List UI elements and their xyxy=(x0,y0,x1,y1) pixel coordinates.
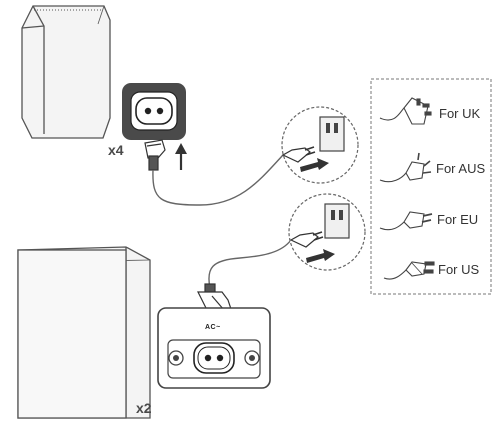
insert-arrow-up-icon xyxy=(175,143,187,170)
insert-arrow-right-icon-2 xyxy=(306,249,335,263)
wall-outlet-top xyxy=(281,106,359,184)
quantity-label-top: x4 xyxy=(108,142,124,158)
power-cable-bottom xyxy=(208,239,292,289)
box-device-bottom xyxy=(17,246,151,419)
plug-label-uk: For UK xyxy=(439,106,481,121)
tower-device-top xyxy=(21,5,111,139)
insert-arrow-right-icon xyxy=(300,158,329,172)
connector-plug-top xyxy=(144,139,166,171)
plug-label-aus: For AUS xyxy=(436,161,486,176)
socket-panel-top xyxy=(122,83,186,140)
us-plug-icon xyxy=(383,261,435,280)
ac-label: AC~ xyxy=(205,324,221,331)
plug-label-eu: For EU xyxy=(437,212,479,227)
socket-panel-bottom xyxy=(157,307,271,389)
uk-plug-icon xyxy=(379,97,432,125)
plug-label-us: For US xyxy=(438,262,480,277)
power-cable-top xyxy=(152,154,284,206)
aus-plug-icon xyxy=(379,152,432,183)
wall-outlet-bottom xyxy=(288,193,366,271)
eu-plug-icon xyxy=(379,211,433,231)
quantity-label-bottom: x2 xyxy=(136,400,152,416)
